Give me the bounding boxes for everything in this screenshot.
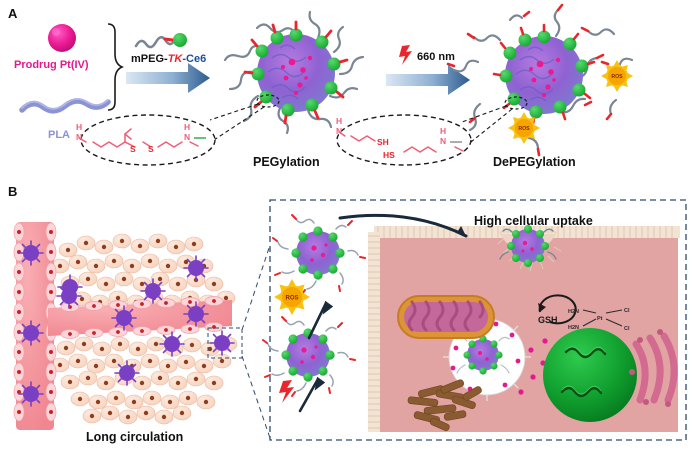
ros-badge-inset: ROS — [274, 279, 310, 315]
panel-a: A Prodrug Pt(IV) PLA mPEG-TK-C — [8, 3, 634, 169]
cleaved-left-n: N — [336, 126, 342, 136]
high-cellular-uptake-label: High cellular uptake — [474, 214, 593, 228]
nanoparticle-pegylated-prelight — [262, 316, 356, 397]
ros-badge-label: ROS — [285, 296, 298, 302]
cleaved-left-h: H — [336, 116, 342, 126]
cisplatin-structure: H2N H2N Pt Cl Cl — [568, 308, 630, 332]
cytoskeleton-bundle — [407, 379, 482, 432]
reagent-linker: TK — [168, 53, 184, 65]
cisplatin-chloride-2: Cl — [624, 326, 630, 332]
mpeg-tk-ce6-molecule — [134, 33, 187, 49]
cisplatin-amine-2: H2N — [568, 325, 579, 331]
cisplatin-amine-1: H2N — [568, 309, 579, 315]
reagent-prefix: mPEG- — [131, 53, 168, 65]
panel-b: B — [8, 184, 687, 444]
long-circulation-label: Long circulation — [86, 430, 183, 444]
nanoparticle-pegylated — [223, 10, 365, 135]
svg-text:mPEG-TK-Ce6: mPEG-TK-Ce6 — [131, 53, 206, 65]
cisplatin-chloride-1: Cl — [624, 308, 630, 314]
endoplasmic-reticulum — [632, 332, 678, 404]
er-ribosomes — [629, 329, 671, 407]
linker-sulfur-1: S — [130, 144, 136, 154]
pla-polymer — [19, 98, 111, 114]
zoom-selection-box — [207, 327, 243, 359]
circulating-nanoparticles — [18, 240, 235, 407]
nanoparticle-pegylated-extracellular — [272, 214, 366, 295]
cleaved-right-n: N — [440, 136, 446, 146]
linker-right-n: N — [184, 132, 190, 142]
curly-brace — [107, 23, 125, 111]
panel-a-letter: A — [8, 6, 18, 21]
blood-vessel-branch — [48, 296, 232, 339]
thiol-1: SH — [377, 137, 389, 147]
nanoparticle-depegylated — [446, 3, 634, 157]
linker-sulfur-2: S — [148, 144, 154, 154]
mitochondrion — [397, 295, 495, 339]
depegylation-label: DePEGylation — [493, 155, 576, 169]
reaction-arrow-pegylation — [126, 63, 210, 93]
prodrug-pt-sphere — [48, 24, 76, 52]
pla-label: PLA — [48, 129, 70, 141]
linker-right-h: H — [184, 122, 190, 132]
prodrug-label: Prodrug Pt(IV) — [14, 59, 89, 71]
lightning-bolt-icon-inset — [279, 380, 294, 403]
gsh-label: GSH — [538, 315, 558, 325]
ros-badge-label: ROS — [518, 126, 530, 132]
ros-badge-label: ROS — [611, 74, 623, 80]
cleaved-right-h: H — [440, 126, 446, 136]
nanoparticle-internalizing — [499, 225, 557, 267]
reagent-suffix: -Ce6 — [182, 53, 206, 65]
uptake-curved-arrow — [338, 213, 468, 238]
linker-left-h: H — [76, 122, 82, 132]
thioketal-callout-cleaved: H N SH HS H N — [336, 96, 528, 166]
lightning-bolt-icon — [399, 45, 412, 65]
panel-b-letter: B — [8, 184, 17, 199]
inset-process-arrows — [298, 300, 334, 413]
cisplatin-metal: Pt — [597, 316, 603, 322]
thioketal-callout-intact: H N S S H N — [76, 94, 280, 166]
pegylation-label: PEGylation — [253, 155, 320, 169]
gsh-reaction-icon: GSH — [538, 294, 577, 325]
stimulus-label: 660 nm — [417, 51, 455, 63]
thiol-2: HS — [383, 150, 395, 160]
cell-nucleus — [543, 328, 637, 422]
blood-vessel-vertical — [13, 222, 57, 430]
linker-left-n: N — [76, 132, 82, 142]
ros-badge-a1: ROS — [508, 112, 540, 144]
cellular-uptake-inset: ROS High cellular uptake — [262, 199, 687, 441]
zoom-connector-lines — [241, 244, 271, 439]
tumor-tissue-diagram — [13, 222, 243, 430]
reagent-label: mPEG-TK-Ce6 — [131, 53, 206, 65]
reaction-arrow-depegylation — [386, 65, 470, 95]
ros-badge-a2: ROS — [601, 60, 633, 92]
